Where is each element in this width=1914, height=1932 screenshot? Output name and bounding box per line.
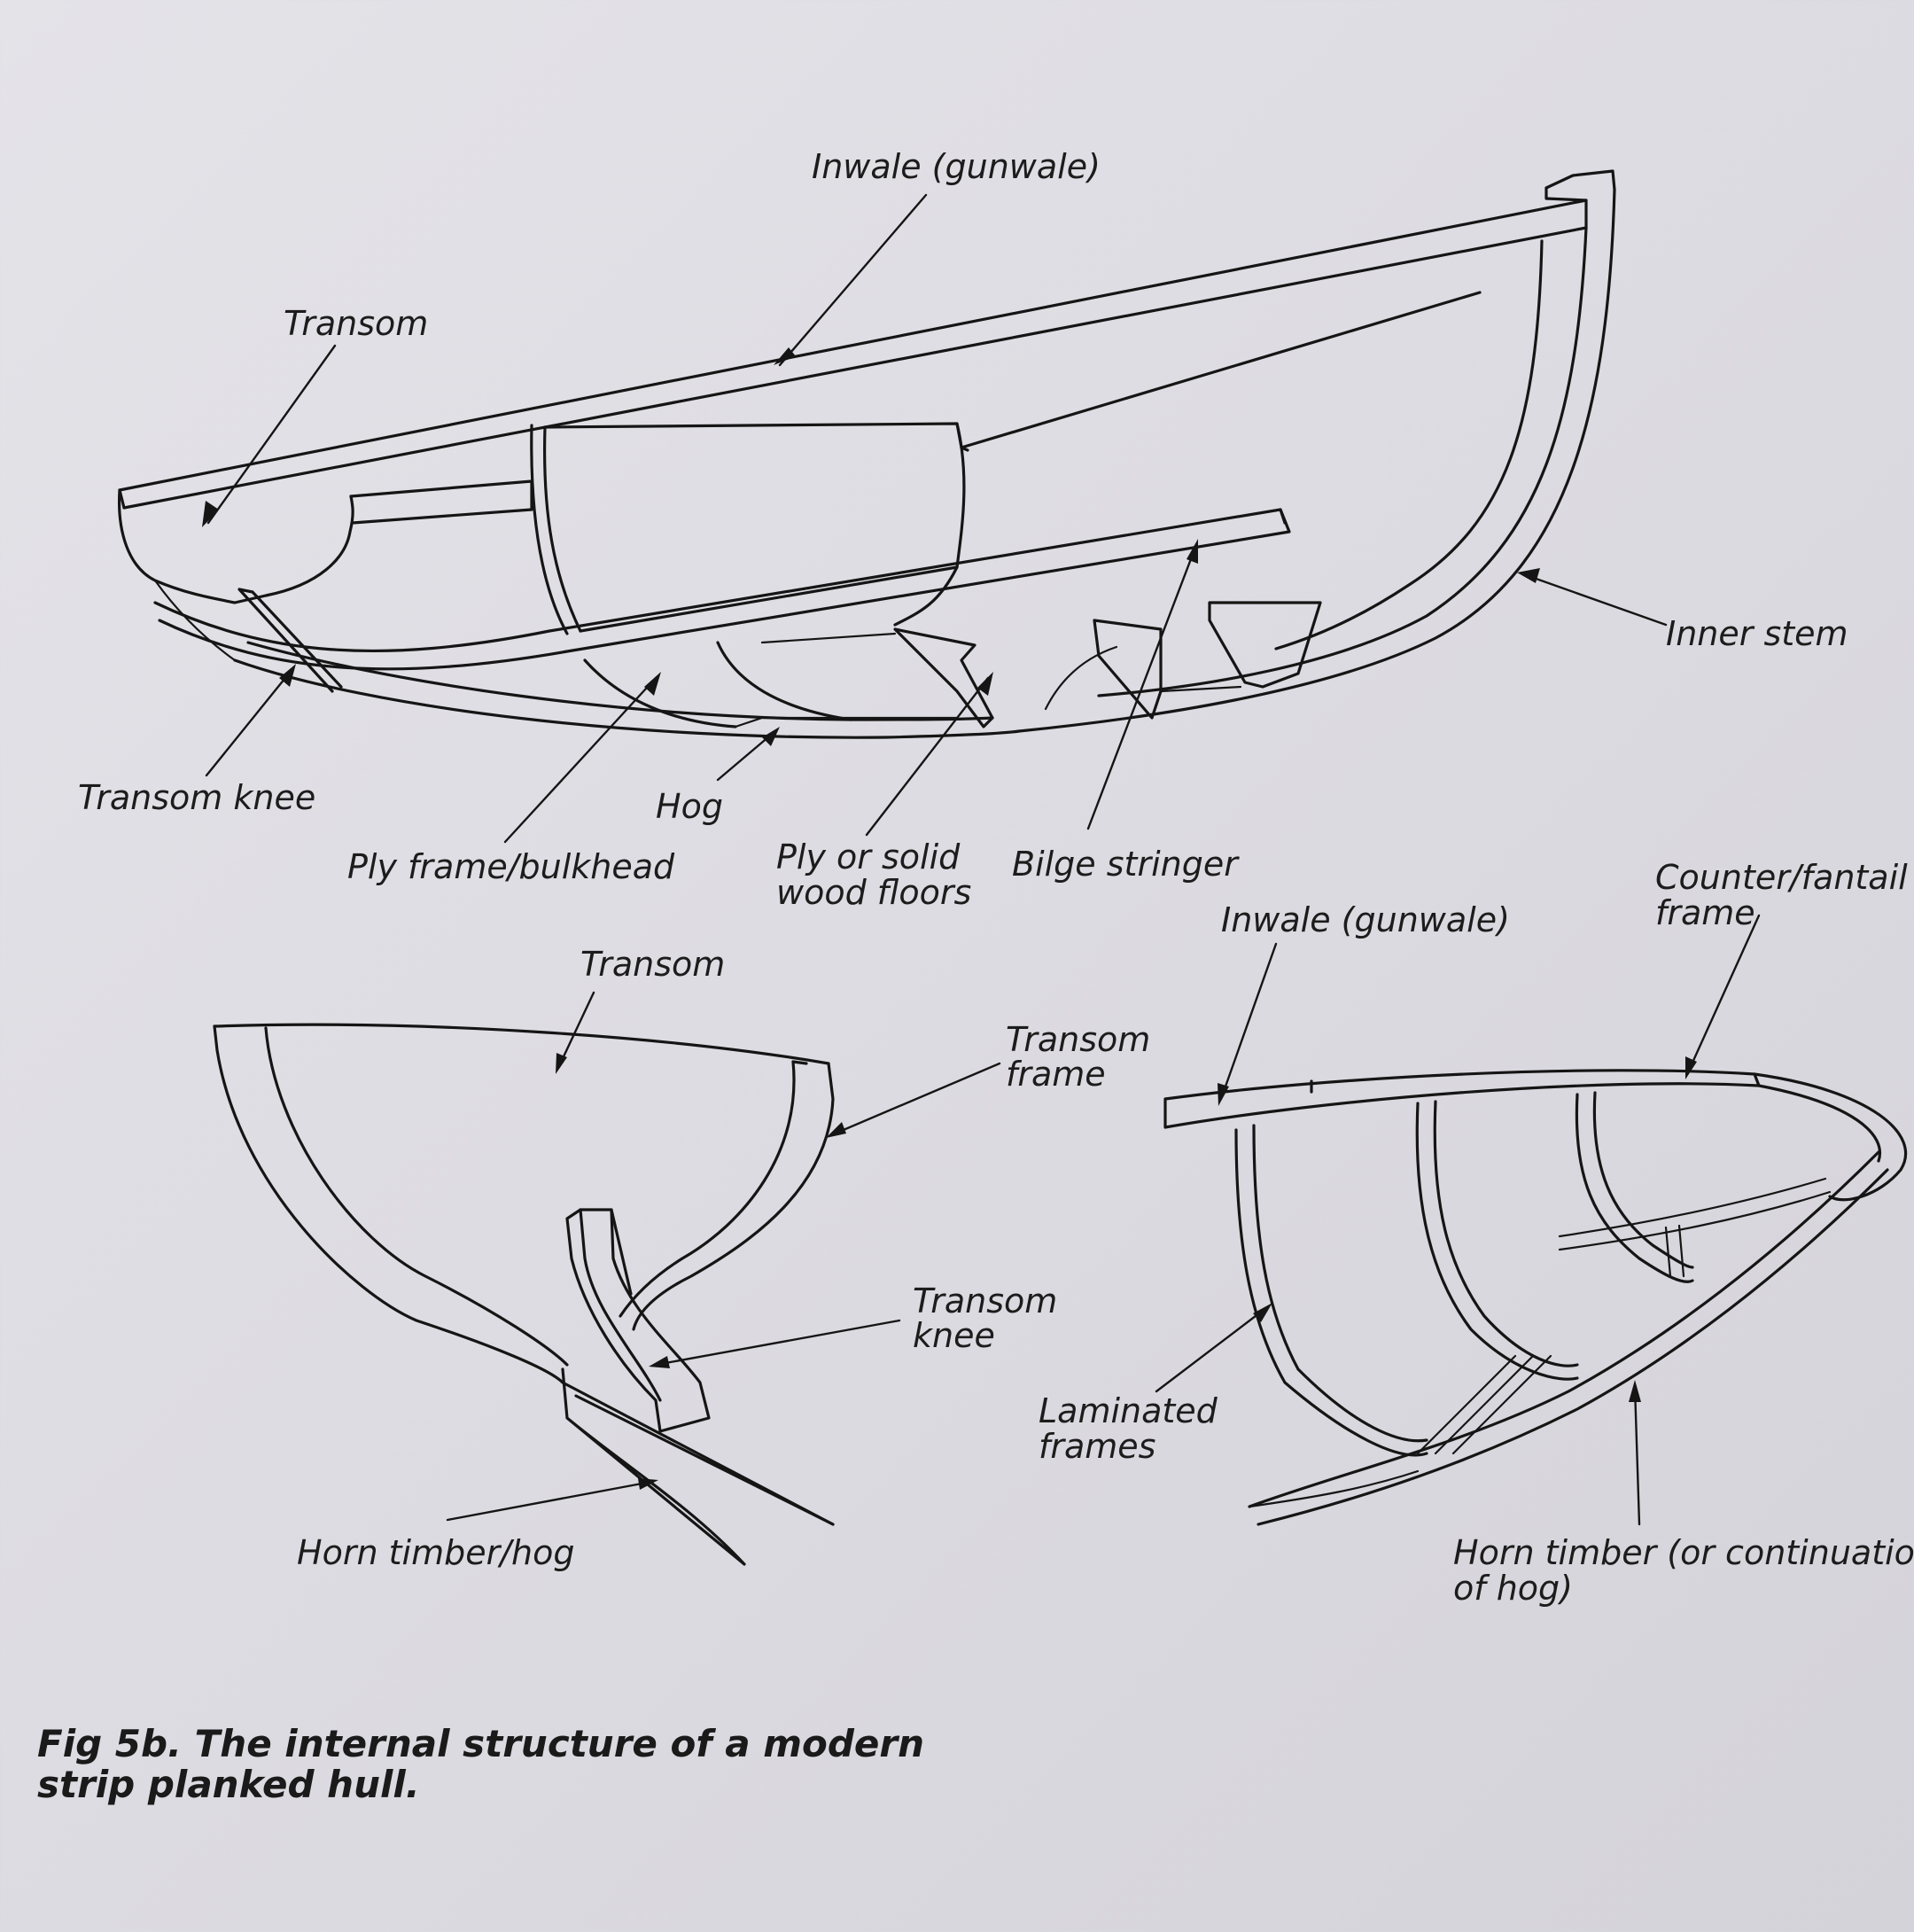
- label-bottom-knee-1: Transom: [913, 1282, 1058, 1320]
- label-right-inwale: Inwale (gunwale): [1221, 900, 1510, 939]
- laminated-frame-2: [1415, 1102, 1579, 1381]
- label-bilge-stringer: Bilge stringer: [1012, 845, 1238, 884]
- label-hog: Hog: [656, 787, 723, 826]
- label-horn-cont-1: Horn timber (or continuation: [1453, 1533, 1914, 1572]
- label-counter-2: frame: [1655, 893, 1755, 932]
- label-top-inwale: Inwale (gunwale): [812, 147, 1101, 186]
- label-laminated-2: frames: [1039, 1427, 1156, 1466]
- stem-head: [1544, 169, 1616, 230]
- label-bottom-knee-2: knee: [913, 1316, 995, 1355]
- floor-3: [1208, 601, 1322, 689]
- bilge-stringer: [153, 508, 1291, 671]
- label-horn-cont-2: of hog): [1453, 1569, 1573, 1608]
- floor-2: [1093, 619, 1163, 720]
- label-horn-timber-hog: Horn timber/hog: [297, 1533, 575, 1572]
- label-ply-frame: Ply frame/bulkhead: [347, 847, 675, 886]
- counter-stern-drawing: [1163, 1069, 1907, 1526]
- figure-caption: Fig 5b. The internal structure of a mode…: [37, 1724, 1012, 1805]
- top-inwale-strip: [118, 199, 1588, 492]
- top-hull-drawing: [117, 169, 1616, 739]
- transom-frame-right: [632, 1062, 835, 1331]
- label-top-transom-knee: Transom knee: [78, 778, 316, 817]
- floor-1: [893, 627, 994, 728]
- keel-line: [233, 658, 1021, 739]
- transom-detail-drawing: [213, 1023, 835, 1566]
- label-laminated-1: Laminated: [1039, 1391, 1218, 1430]
- bottom-transom-knee: [565, 1208, 711, 1433]
- label-floors-2: wood floors: [776, 873, 972, 912]
- label-transom-frame-1: Transom: [1006, 1020, 1151, 1059]
- label-floors-1: Ply or solid: [776, 837, 961, 876]
- right-inwale-strip: [1163, 1069, 1761, 1129]
- label-bottom-transom: Transom: [580, 945, 726, 984]
- ply-bulkhead: [530, 424, 582, 635]
- top-transom-knee: [237, 588, 343, 693]
- label-transom-frame-2: frame: [1006, 1055, 1106, 1094]
- label-top-transom: Transom: [284, 304, 429, 343]
- leader-lines: [202, 193, 1761, 1526]
- label-inner-stem: Inner stem: [1666, 614, 1848, 653]
- caption-line-1: Fig 5b. The internal structure of a mode…: [37, 1722, 925, 1765]
- bottom-transom-top: [213, 1023, 830, 1065]
- hog: [246, 641, 994, 721]
- transom-frame-outer: [213, 1024, 564, 1384]
- counter-fantail-frame: [1753, 1072, 1907, 1202]
- inner-stem: [1017, 188, 1616, 733]
- horn-timber-hog: [561, 1367, 746, 1566]
- top-transom: [117, 488, 354, 604]
- label-counter-1: Counter/fantail: [1655, 858, 1908, 897]
- laminated-frame-1: [1234, 1128, 1428, 1457]
- caption-line-2: strip planked hull.: [37, 1763, 420, 1806]
- laminated-frame-3: [1575, 1093, 1694, 1283]
